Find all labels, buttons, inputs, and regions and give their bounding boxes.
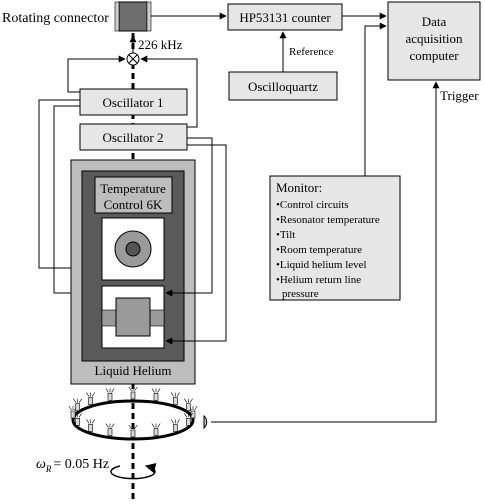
resonator-bottom (101, 285, 165, 349)
osc2-to-mixer-line (140, 55, 198, 128)
lamp-icon (105, 388, 115, 401)
temp-control-line2: Control 6K (104, 197, 163, 212)
lamp-icon (183, 413, 193, 426)
omega-value: = 0.05 Hz (53, 457, 109, 472)
reference-label: Reference (289, 46, 334, 58)
trigger-arrow (211, 81, 440, 423)
omega-subscript: R (45, 464, 52, 474)
osc2-return-line (165, 144, 227, 345)
lamp-icon (73, 413, 83, 426)
oscillator1-box: Oscillator 1 (79, 88, 188, 116)
data-acq-line2: acquisition (405, 31, 463, 46)
monitor-box: Monitor: •Control circuits •Resonator te… (269, 175, 401, 301)
monitor-item: pressure (282, 288, 319, 300)
data-acq-line3: computer (409, 48, 459, 63)
osc1-to-mixer-line (67, 55, 126, 93)
sensor-icon (203, 414, 208, 430)
oscilloquartz-label: Oscilloquartz (248, 79, 318, 94)
osc2-feed-line (165, 137, 213, 297)
mixer-symbol (126, 52, 140, 66)
temperature-control-box: Temperature Control 6K (94, 176, 173, 214)
liquid-helium-label: Liquid Helium (95, 363, 172, 378)
data-acquisition-computer-box: Data acquisition computer (387, 1, 481, 81)
lamp-ring (68, 386, 198, 441)
lamp-icon (170, 392, 180, 405)
counter-label: HP53131 counter (239, 10, 331, 25)
lamp-icon (73, 398, 83, 412)
rotation-arrow-icon (110, 463, 157, 480)
lamp-icon (86, 419, 96, 432)
data-acq-line1: Data (422, 14, 447, 29)
frequency-label: 226 kHz (138, 37, 183, 52)
resonator-top (101, 217, 165, 281)
lamp-icon (128, 386, 138, 400)
osc1-feed-line (38, 99, 101, 272)
rotation-rate-label: ωR= 0.05 Hz (36, 457, 109, 474)
trigger-label: Trigger (440, 88, 479, 103)
lamp-icon (86, 392, 96, 405)
lamp-icon (105, 423, 115, 436)
rotating-connector-label: Rotating connector (2, 11, 109, 26)
monitor-item: •Control circuits (276, 199, 349, 211)
monitor-title: Monitor: (276, 180, 322, 195)
lamp-icon (183, 398, 193, 412)
lamp-icon (128, 424, 138, 438)
hp53131-counter-box: HP53131 counter (227, 3, 343, 31)
oscillator1-label: Oscillator 1 (102, 95, 163, 110)
monitor-to-computer-arrow (364, 22, 387, 176)
monitor-item: •Tilt (276, 229, 295, 241)
lamp-icon (151, 423, 161, 436)
omega-symbol: ω (36, 457, 46, 472)
oscillator2-label: Oscillator 2 (102, 130, 163, 145)
monitor-item: •Room temperature (276, 244, 362, 256)
monitor-item: •Helium return line (276, 274, 361, 286)
monitor-item: •Liquid helium level (276, 259, 367, 271)
lamp-icons (68, 386, 198, 438)
rotating-connector (114, 1, 152, 32)
oscillator2-box: Oscillator 2 (79, 123, 188, 151)
lamp-icon (170, 419, 180, 432)
lamp-icon (151, 388, 161, 401)
temp-control-line1: Temperature (100, 181, 166, 196)
monitor-item: •Resonator temperature (276, 214, 380, 226)
oscilloquartz-box: Oscilloquartz (228, 71, 338, 101)
